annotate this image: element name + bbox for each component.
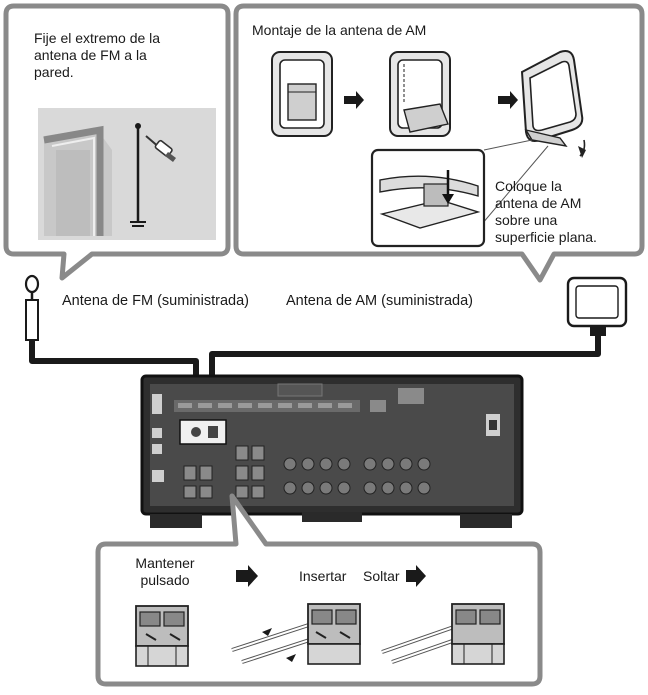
speaker-terminal-icon <box>381 603 505 665</box>
fm-antenna-connector-icon <box>24 274 40 341</box>
fm-antenna-label: Antena de FM (suministrada) <box>62 293 249 309</box>
arrow-right-icon <box>236 565 258 587</box>
speaker-panel <box>95 493 543 687</box>
am-antenna-label: Antena de AM (suministrada) <box>286 293 473 309</box>
fm-note-line: Fije el extremo de la <box>34 30 161 46</box>
screwdriver-icon <box>145 135 176 162</box>
am-place-line: superficie plana. <box>495 229 597 245</box>
am-loop-antenna-icon <box>520 50 586 158</box>
fm-panel <box>3 3 231 281</box>
wall-icon <box>38 108 216 240</box>
am-panel <box>233 3 645 283</box>
arrow-right-icon <box>498 91 518 109</box>
am-placement-note: Coloque la antena de AM sobre una superf… <box>495 178 635 246</box>
fm-wire-wall <box>130 123 146 227</box>
step-hold-label: Mantener pulsado <box>125 555 205 589</box>
arrow-right-icon <box>406 565 426 587</box>
am-loop-antenna-icon <box>271 51 333 137</box>
receiver-rear-panel-icon <box>140 374 524 528</box>
am-place-line: antena de AM <box>495 195 582 211</box>
am-loop-antenna-icon <box>389 51 451 137</box>
speaker-terminal-icon <box>135 605 189 667</box>
am-antenna-icon <box>566 276 628 336</box>
step-insert-label: Insertar <box>299 568 347 584</box>
fm-panel-note: Fije el extremo de la antena de FM a la … <box>34 30 204 81</box>
am-base-inset <box>370 148 486 248</box>
hold-line: pulsado <box>140 572 190 588</box>
fm-note-line: pared. <box>34 64 74 80</box>
am-place-line: sobre una <box>495 212 558 228</box>
speaker-terminal-icon <box>231 603 361 665</box>
fm-note-line: antena de FM a la <box>34 47 147 63</box>
am-place-line: Coloque la <box>495 178 562 194</box>
zoom-lines <box>481 139 549 225</box>
step-release-label: Soltar <box>363 568 400 584</box>
am-panel-title: Montaje de la antena de AM <box>252 22 427 38</box>
hold-line: Mantener <box>135 555 195 571</box>
arrow-right-icon <box>344 91 364 109</box>
